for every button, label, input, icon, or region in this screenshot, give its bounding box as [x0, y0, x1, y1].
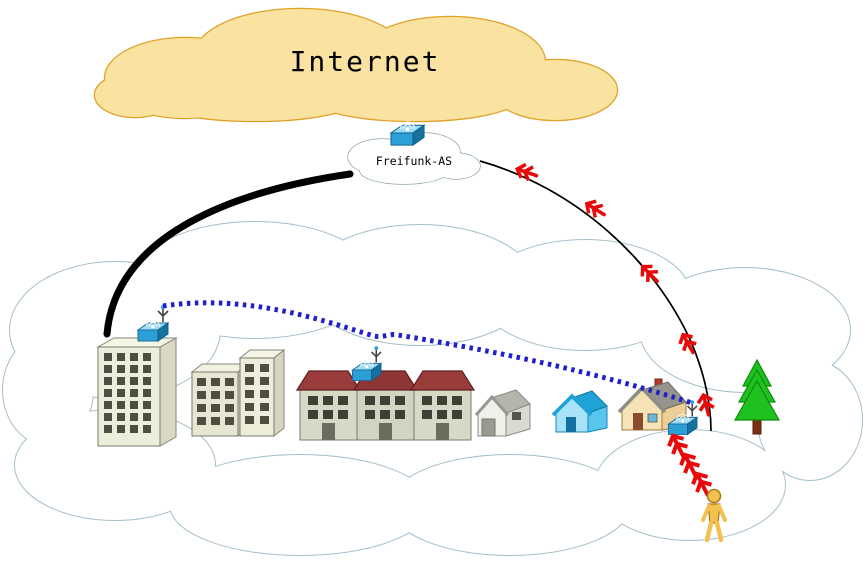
orange-house	[617, 378, 687, 431]
office-building	[190, 348, 286, 438]
blue-house	[551, 390, 608, 433]
vpn-uplink-line	[103, 170, 354, 338]
gray-house	[474, 389, 531, 437]
radio-antenna-icon	[694, 391, 718, 419]
person-icon	[701, 488, 727, 543]
wifi-backbone-line	[162, 300, 693, 406]
freifunk-as-cloud: Freifunk-AS	[347, 121, 481, 185]
radio-antenna-icon	[513, 160, 541, 185]
row-houses	[295, 346, 476, 441]
tree-icon	[733, 358, 781, 435]
radio-antenna-icon	[581, 195, 610, 223]
radio-uplink	[479, 160, 718, 432]
internet-label: Internet	[290, 45, 441, 78]
freifunk-as-label: Freifunk-AS	[376, 154, 452, 168]
internet-cloud: Internet	[93, 7, 619, 123]
tall-building	[96, 305, 178, 447]
rooftop-router-icon	[353, 346, 382, 380]
